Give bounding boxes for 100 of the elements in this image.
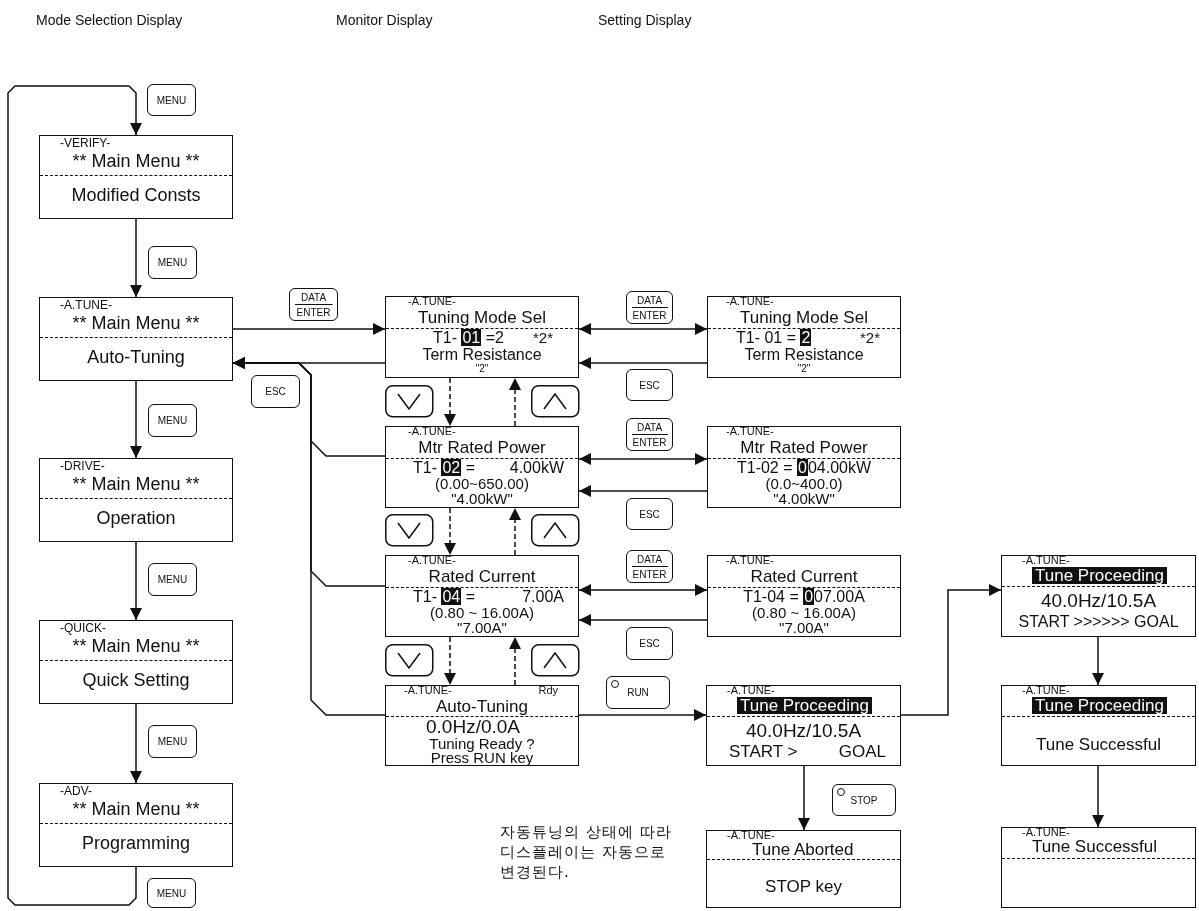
display-text: T1- 01 =2 (433, 330, 504, 346)
key-button: MENU (148, 563, 197, 596)
lcd-display (39, 135, 233, 219)
lcd-display (707, 426, 901, 508)
dashed-arrow (444, 377, 456, 427)
display-text: 40.0Hz/10.5A (1040, 591, 1157, 610)
arrow (578, 485, 708, 497)
display-text: ** Main Menu ** (72, 475, 200, 493)
arrow (798, 765, 810, 831)
mode-tag: -ADV- (60, 785, 92, 797)
mode-tag: -QUICK- (60, 622, 106, 634)
display-text: "7.00A" (779, 620, 829, 635)
lcd-display (39, 458, 233, 542)
lcd-display (707, 555, 901, 637)
display-text: (0.80 ~ 16.00A) (752, 605, 856, 620)
display-text: T1- 02 = (413, 460, 476, 476)
dashed-arrow (509, 377, 521, 427)
display-text: ** Main Menu ** (72, 800, 200, 818)
arrow (7, 85, 142, 906)
arrow (130, 218, 142, 298)
display-text: ** Main Menu ** (72, 314, 200, 332)
display-text: Rated Current (428, 568, 536, 585)
dashed-arrow (444, 636, 456, 686)
lcd-display (39, 783, 233, 867)
note-text: 자동튜닝의 상태에 따라 디스플레이는 자동으로 변경된다. (500, 822, 673, 883)
key-button: ESC (626, 627, 673, 660)
display-text: Auto-Tuning (87, 348, 185, 366)
dashed-arrow (509, 507, 521, 556)
lcd-display (706, 830, 901, 908)
lcd-display (39, 297, 233, 381)
key-button: STOP (832, 784, 896, 816)
mode-tag: -A.TUNE- (727, 685, 775, 696)
key-button: MENU (147, 878, 196, 908)
display-text: *2* (533, 330, 554, 345)
mode-tag: -A.TUNE- (60, 299, 112, 311)
key-button: MENU (148, 725, 197, 758)
display-text: Tuning Mode Sel (418, 309, 546, 326)
key-button: RUN (606, 676, 670, 709)
arrow (232, 323, 386, 335)
dashed-arrow (509, 636, 521, 686)
mode-tag: -A.TUNE- (726, 296, 774, 307)
mode-tag: -A.TUNE- (1022, 685, 1070, 696)
key-button: MENU (147, 84, 196, 116)
key-button: DATA ENTER (626, 291, 673, 324)
display-text: 7.00A (522, 589, 564, 605)
display-text: GOAL (838, 743, 886, 760)
display-text: T1-04 = 007.00A (743, 589, 865, 605)
mode-tag: -DRIVE- (60, 460, 105, 472)
mode-tag: -VERIFY- (60, 137, 111, 149)
display-text: Rdy (538, 685, 558, 696)
mode-tag: -A.TUNE- (1022, 555, 1070, 566)
display-text: Term Resistance (422, 347, 542, 363)
mode-tag: -A.TUNE- (408, 555, 456, 566)
display-text: Programming (81, 834, 190, 852)
display-text: 4.00kW (509, 460, 564, 476)
lcd-display (707, 296, 901, 378)
display-text: Tune Successful (1032, 838, 1158, 855)
lcd-display (385, 555, 579, 637)
display-text: "7.00A" (457, 620, 507, 635)
lcd-display (1001, 827, 1196, 908)
display-text: ** Main Menu ** (72, 637, 200, 655)
arrow (1092, 765, 1104, 828)
key-button: DATA ENTER (626, 550, 673, 583)
display-text: "4.00kW" (773, 491, 835, 506)
key-button: MENU (148, 246, 197, 279)
arrow (578, 453, 708, 465)
display-text: START > (729, 743, 798, 760)
section-heading: Mode Selection Display (36, 12, 183, 28)
display-text: Tune Proceeding (737, 697, 872, 714)
display-text: T1- 04 = (413, 589, 476, 605)
key-button: ESC (251, 375, 300, 408)
display-text: Tuning Ready ? (429, 736, 535, 751)
display-text: STOP key (765, 878, 842, 895)
mode-tag: -A.TUNE- (726, 555, 774, 566)
display-text: Auto-Tuning (436, 698, 528, 715)
dashed-arrow (444, 507, 456, 556)
mode-tag: -A.TUNE- (727, 830, 775, 841)
arrow (130, 380, 142, 459)
display-text: "2" (797, 364, 811, 374)
key-button: DATA ENTER (626, 418, 673, 451)
display-text: T1- 01 = 2 (736, 330, 812, 346)
display-text: 0.0Hz/0.0A (426, 717, 520, 736)
lcd-display (1001, 685, 1196, 766)
display-text: ** Main Menu ** (72, 152, 200, 170)
display-text: Tune Aborted (752, 841, 854, 858)
display-text: START >>>>>> GOAL (1018, 614, 1179, 630)
lcd-display (1001, 555, 1196, 637)
arrow (578, 614, 708, 626)
display-text: *2* (859, 330, 880, 345)
display-text: 40.0Hz/10.5A (745, 721, 862, 740)
display-text: (0.80 ~ 16.00A) (430, 605, 534, 620)
display-text: Tune Proceeding (1032, 697, 1167, 714)
display-text: Tune Successful (1035, 736, 1161, 753)
arrow (578, 323, 708, 335)
mode-tag: -A.TUNE- (408, 296, 456, 307)
display-text: Quick Setting (82, 671, 190, 689)
lcd-display (385, 426, 579, 508)
display-text: T1-02 = 004.00kW (736, 460, 872, 476)
arrow (232, 357, 386, 716)
key-button: MENU (148, 404, 197, 437)
